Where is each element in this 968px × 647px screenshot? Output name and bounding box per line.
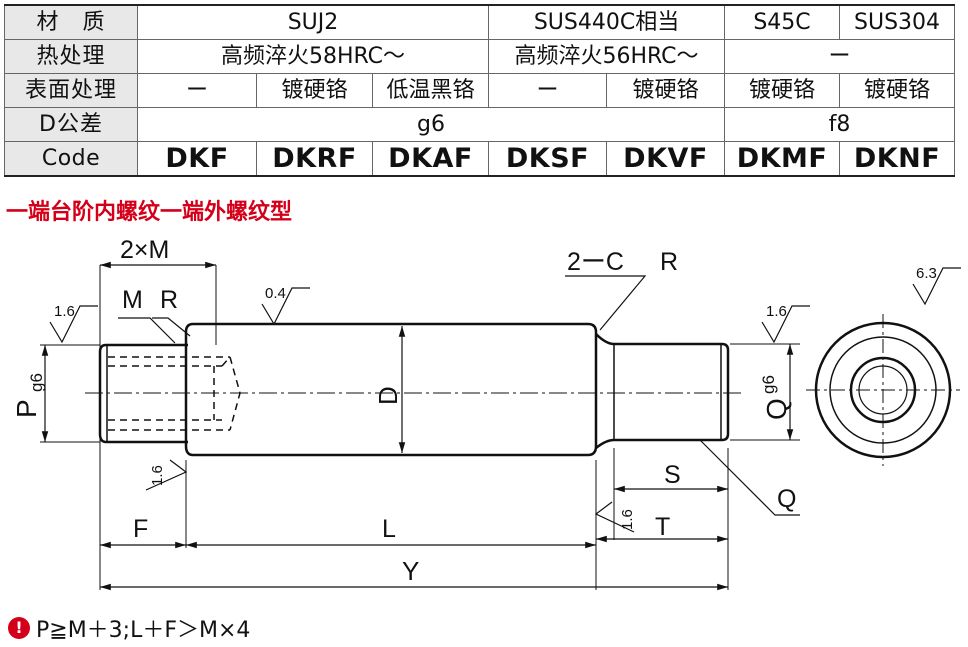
note-text: P≧M＋3;L＋F＞M×4 (36, 618, 251, 643)
code-dkvf[interactable]: DKVF (605, 141, 726, 177)
label-material: 材 质 (4, 4, 138, 40)
label-t: T (655, 513, 670, 541)
heat-58: 高频淬火58HRC～ (137, 39, 489, 74)
code-dkaf[interactable]: DKAF (372, 141, 489, 177)
roughness-right-bottom: 1.6 (619, 509, 636, 530)
label-s: S (664, 461, 681, 489)
dimension-note: ! P≧M＋3;L＋F＞M×4 (8, 612, 250, 644)
label-q: Q (761, 398, 792, 420)
code-dksf[interactable]: DKSF (488, 141, 607, 177)
end-view (806, 314, 960, 466)
label-r-left: R (160, 286, 178, 314)
row-heat: 热处理 高频淬火58HRC～ 高频淬火56HRC～ ー (4, 39, 956, 74)
main-body (184, 322, 598, 457)
code-dkmf[interactable]: DKMF (724, 141, 841, 177)
code-dkrf[interactable]: DKRF (256, 141, 373, 177)
label-2xm: 2×M (120, 236, 169, 264)
surface-4: ー (488, 73, 607, 108)
roughness-center: 0.4 (265, 285, 286, 302)
roughness-right-top: 1.6 (766, 303, 787, 320)
material-sus304: SUS304 (839, 4, 956, 40)
code-dknf[interactable]: DKNF (839, 141, 956, 177)
material-s45c: S45C (724, 4, 841, 40)
code-dkf[interactable]: DKF (137, 141, 257, 177)
right-neck (595, 333, 730, 449)
label-q-leader: Q (777, 485, 796, 513)
label-code: Code (4, 141, 138, 177)
label-m: M (122, 286, 143, 314)
label-p: P (11, 399, 42, 418)
type-title: 一端台阶内螺纹一端外螺纹型 (6, 200, 293, 225)
roughness-left-top: 1.6 (54, 303, 75, 320)
label-2c: 2ーC (567, 248, 624, 276)
tolerance-g6: g6 (136, 107, 726, 142)
label-q-tol: g6 (759, 375, 778, 394)
roughness-end-view: 6.3 (916, 265, 937, 282)
row-tolerance: D公差 g6 f8 (4, 107, 956, 142)
label-l: L (382, 515, 396, 543)
label-d: D (373, 386, 403, 405)
row-code: Code DKF DKRF DKAF DKSF DKVF DKMF DKNF (4, 141, 956, 177)
tolerance-f8: f8 (724, 107, 956, 142)
label-r-right: R (660, 248, 678, 276)
warning-icon: ! (8, 617, 30, 639)
roughness-left-bottom: 1.6 (149, 465, 166, 486)
label-tolerance: D公差 (4, 107, 138, 142)
label-y: Y (402, 556, 419, 586)
spec-table: 材 质 SUJ2 SUS440C相当 S45C SUS304 热处理 高频淬火5… (4, 4, 956, 177)
label-heat: 热处理 (4, 39, 138, 74)
material-sus440c: SUS440C相当 (487, 4, 726, 40)
heat-56: 高频淬火56HRC～ (487, 39, 726, 74)
label-f: F (133, 515, 148, 543)
label-p-tol: g6 (27, 373, 46, 392)
